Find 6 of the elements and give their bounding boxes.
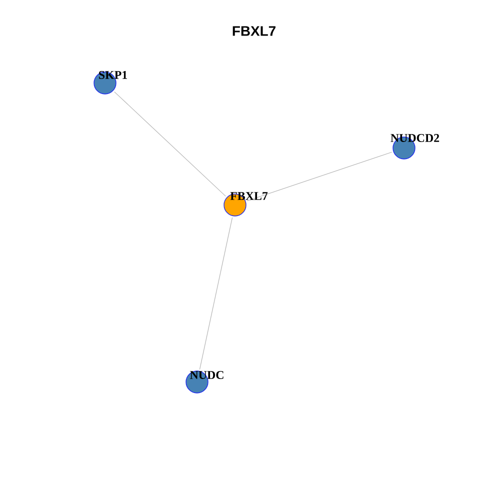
edge-line xyxy=(246,152,392,202)
node-label: NUDCD2 xyxy=(390,134,440,142)
edge-line xyxy=(114,92,226,196)
chart-title: FBXL7 xyxy=(232,26,276,36)
edge-line xyxy=(199,217,233,370)
node-label: SKP1 xyxy=(99,70,127,79)
